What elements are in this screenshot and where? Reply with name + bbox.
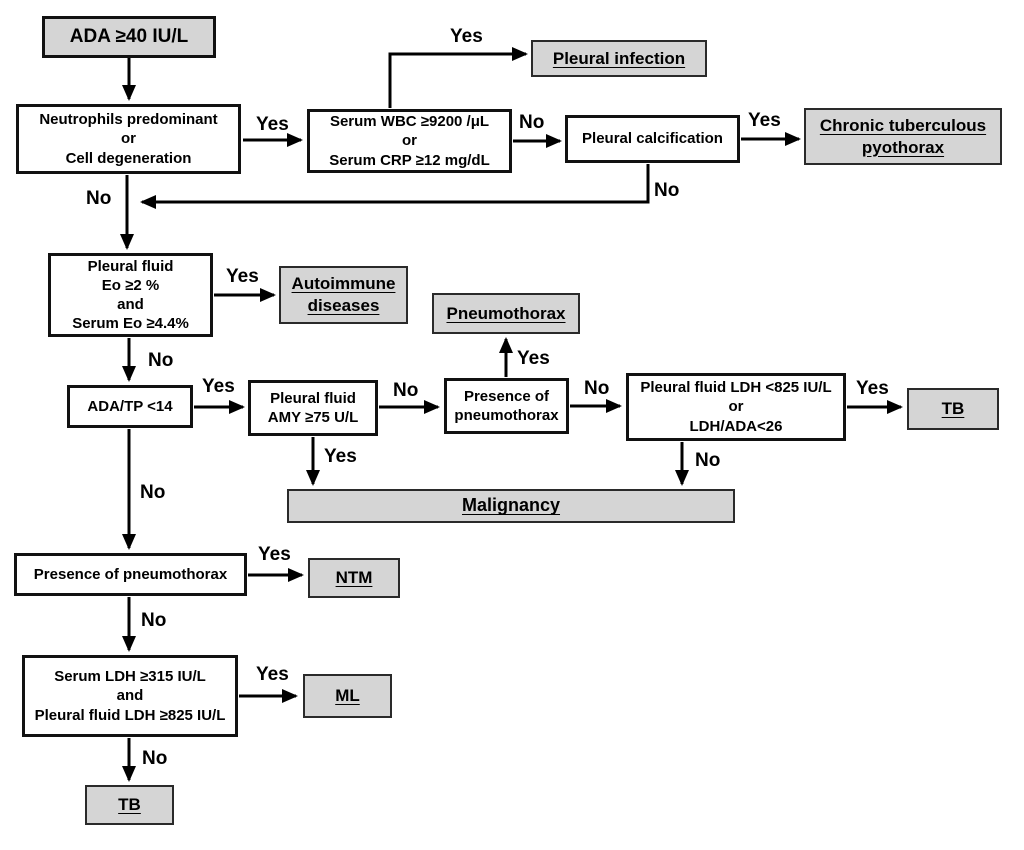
node-ml: ML	[303, 674, 392, 718]
label-wbc-to-infection: Yes	[450, 26, 483, 47]
node-malignancy: Malignancy	[287, 489, 735, 523]
label-presence2-to-ntm: Yes	[258, 544, 291, 565]
node-ada-start: ADA ≥40 IU/L	[42, 16, 216, 58]
node-pleural-ldh-ratio: Pleural fluid LDH <825 IU/L or LDH/ADA<2…	[626, 373, 846, 441]
node-pleural-infection: Pleural infection	[531, 40, 707, 77]
label-serumldh-to-ml: Yes	[256, 664, 289, 685]
node-tb-bottom: TB	[85, 785, 174, 825]
label-presence1-to-pneumothorax: Yes	[517, 348, 550, 369]
node-autoimmune-diseases: Autoimmune diseases	[279, 266, 408, 324]
node-ada-tp-ratio: ADA/TP <14	[67, 385, 193, 428]
label-presence1-to-ldh: No	[584, 378, 610, 399]
node-chronic-tuberculous-pyothorax: Chronic tuberculous pyothorax	[804, 108, 1002, 165]
label-eo-to-autoimmune: Yes	[226, 266, 259, 287]
label-serumldh-to-tb2: No	[142, 748, 168, 769]
label-presence2-to-serumldh: No	[141, 610, 167, 631]
node-presence-pneumothorax-1: Presence of pneumothorax	[444, 378, 569, 434]
arrow-calcification-merge	[140, 164, 650, 209]
node-serum-wbc-crp: Serum WBC ≥9200 /μL or Serum CRP ≥12 mg/…	[307, 109, 512, 173]
label-ldh-to-malignancy: No	[695, 450, 721, 471]
node-eosinophils: Pleural fluid Eo ≥2 % and Serum Eo ≥4.4%	[48, 253, 213, 337]
node-neutrophils: Neutrophils predominant or Cell degenera…	[16, 104, 241, 174]
label-wbc-to-calcification: No	[519, 112, 545, 133]
label-ldh-to-tb1: Yes	[856, 378, 889, 399]
label-eo-to-adatp: No	[148, 350, 174, 371]
label-neutrophils-to-eo: No	[86, 188, 112, 209]
label-calcification-to-pyothorax: Yes	[748, 110, 781, 131]
label-amy-to-presence1: No	[393, 380, 419, 401]
label-amy-to-malignancy: Yes	[324, 446, 357, 467]
label-neutrophils-to-wbc: Yes	[256, 114, 289, 135]
node-presence-pneumothorax-2: Presence of pneumothorax	[14, 553, 247, 596]
node-pleural-amy: Pleural fluid AMY ≥75 U/L	[248, 380, 378, 436]
node-serum-ldh: Serum LDH ≥315 IU/L and Pleural fluid LD…	[22, 655, 238, 737]
node-pneumothorax-outcome: Pneumothorax	[432, 293, 580, 334]
label-calcification-to-eo: No	[654, 180, 680, 201]
node-pleural-calcification: Pleural calcification	[565, 115, 740, 163]
label-adatp-to-amy: Yes	[202, 376, 235, 397]
node-ntm: NTM	[308, 558, 400, 598]
label-adatp-to-presence2: No	[140, 482, 166, 503]
node-tb-right: TB	[907, 388, 999, 430]
arrow-wbc-infection	[388, 47, 528, 108]
